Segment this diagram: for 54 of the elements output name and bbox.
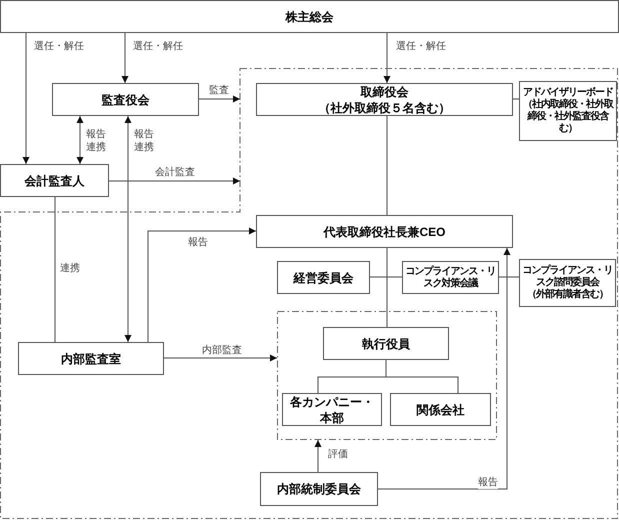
connector-arrow [198, 96, 240, 102]
edge-label: 評価 [328, 448, 348, 461]
box-label: 代表取締役社長兼CEO [323, 224, 446, 240]
org-box [256, 83, 513, 116]
connector-arrow [124, 116, 132, 342]
connector-arrow [164, 354, 278, 362]
edge-label: 報告連携 [134, 128, 154, 154]
box-label: 関係会社 [416, 402, 464, 418]
org-box [402, 261, 499, 294]
box-label: 取締役会 [360, 84, 408, 100]
org-box [52, 83, 199, 116]
edge-label: 監査 [209, 84, 229, 97]
org-box [390, 393, 491, 426]
org-box [0, 164, 109, 197]
org-box [519, 81, 617, 141]
box-label: 経営委員会 [294, 270, 354, 286]
box-label: （社内取締役・社外取締役・社外監査役含む） [522, 99, 614, 135]
edge-label: 連携 [60, 262, 80, 275]
edge-label: 選任・解任 [34, 40, 84, 53]
box-label: 内部統制委員会 [277, 481, 361, 497]
connector-arrow [384, 32, 390, 84]
connector-arrow [22, 32, 30, 164]
org-box [277, 261, 370, 294]
connector-arrow [148, 228, 256, 342]
box-label: 各カンパニー・本部 [289, 394, 375, 426]
edge-label: 報告 [478, 476, 498, 489]
org-box [0, 0, 619, 33]
org-box [256, 215, 513, 248]
org-box [18, 342, 164, 375]
box-label: 会計監査人 [24, 172, 84, 188]
org-box [282, 393, 382, 426]
edge-label: 報告連携 [86, 128, 106, 154]
edge-label: 会計監査 [155, 166, 195, 179]
edge-label: 選任・解任 [396, 40, 446, 53]
box-label: アドバイザリーボード [523, 87, 613, 98]
org-box [323, 327, 449, 360]
connector-arrow [108, 178, 240, 184]
box-label: 監査役会 [102, 92, 150, 108]
box-label: （社外取締役５名含む） [318, 100, 450, 116]
box-label: コンプライアンス・リスク対策会議 [405, 266, 496, 290]
org-box [260, 472, 378, 506]
edge-label: 内部監査 [202, 344, 242, 357]
connector-arrow [122, 32, 128, 84]
connector-arrow [314, 440, 322, 472]
org-box [519, 259, 616, 307]
box-label: （外部有識者含む） [527, 289, 608, 301]
edge-label: 選任・解任 [133, 40, 183, 53]
box-label: 株主総会 [286, 8, 334, 24]
box-label: 内部監査室 [61, 350, 121, 366]
box-label: コンプライアンス・リスク諮問委員会 [522, 265, 613, 288]
edge-label: 報告 [188, 236, 208, 249]
box-label: 執行役員 [362, 336, 410, 352]
connector-arrow [76, 116, 84, 164]
connector-arrow [378, 248, 510, 490]
